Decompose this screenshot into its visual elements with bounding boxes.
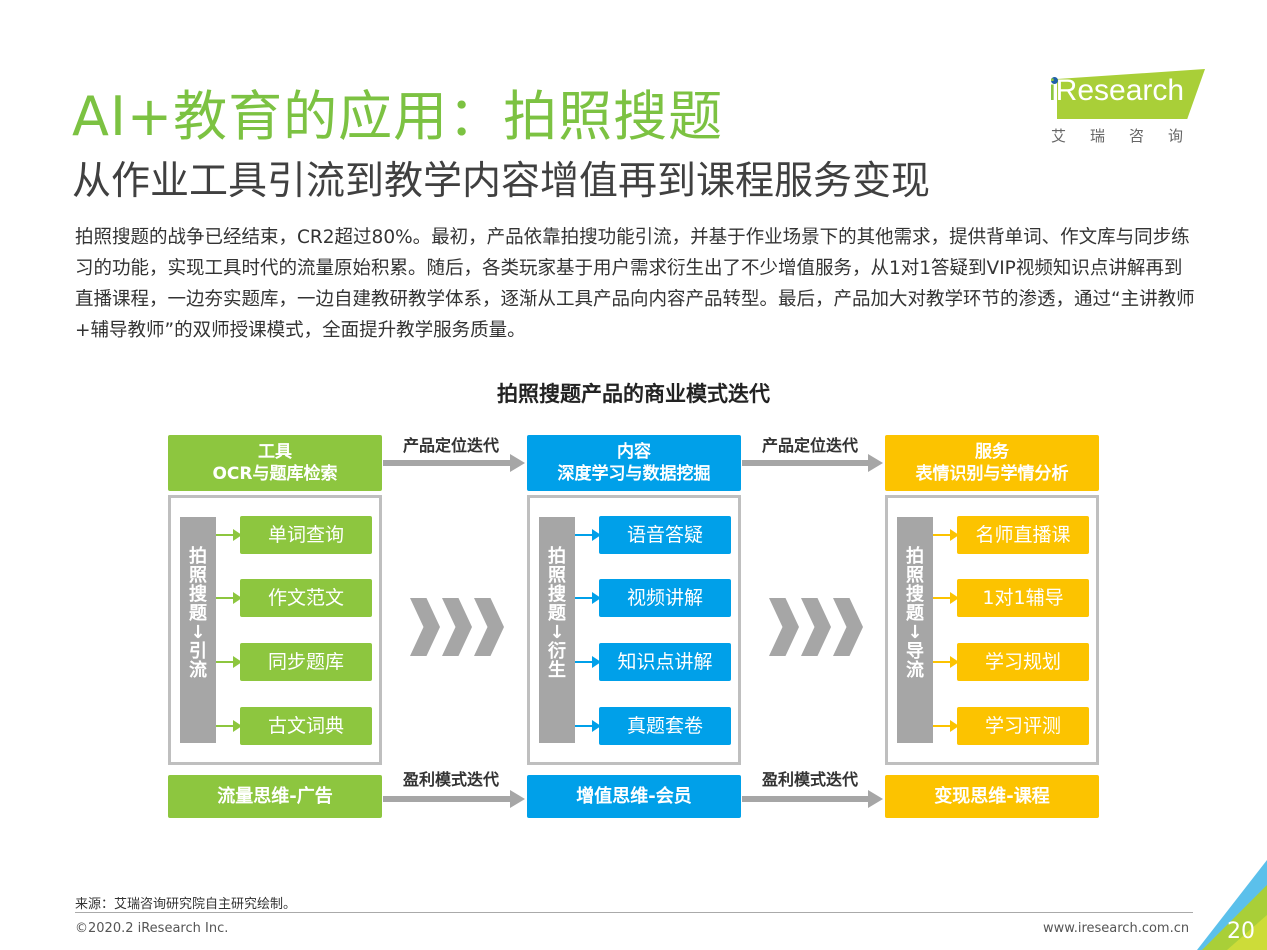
- column-header: 内容深度学习与数据挖掘: [527, 435, 741, 491]
- connector-arrow: [216, 529, 242, 541]
- arrow-label-top: 产品定位迭代: [762, 436, 859, 455]
- chevron-icon: [442, 598, 472, 656]
- connector-arrow: [933, 656, 959, 668]
- flow-arrow: [383, 454, 525, 472]
- side-label: 拍照搜题↓引流: [180, 517, 216, 743]
- side-label: 拍照搜题↓衍生: [539, 517, 575, 743]
- chevron-icon: [474, 598, 504, 656]
- connector-arrow: [575, 529, 601, 541]
- chevron-icon: [769, 598, 799, 656]
- flow-arrow: [383, 790, 525, 808]
- column-header-subtitle: 深度学习与数据挖掘: [557, 464, 711, 484]
- flow-arrow: [742, 454, 883, 472]
- monetization-box: 增值思维-会员: [527, 775, 741, 818]
- connector-arrow: [933, 592, 959, 604]
- page-subtitle: 从作业工具引流到教学内容增值再到课程服务变现: [72, 159, 931, 204]
- chevron-icon: [801, 598, 831, 656]
- feature-box: 同步题库: [240, 643, 372, 681]
- feature-box: 名师直播课: [957, 516, 1089, 554]
- feature-box: 1对1辅导: [957, 579, 1089, 617]
- connector-arrow: [575, 656, 601, 668]
- feature-box: 视频讲解: [599, 579, 731, 617]
- feature-box: 古文词典: [240, 707, 372, 745]
- feature-box: 学习规划: [957, 643, 1089, 681]
- arrow-label-top: 产品定位迭代: [403, 436, 500, 455]
- connector-arrow: [216, 656, 242, 668]
- connector-arrow: [575, 592, 601, 604]
- column-frame: [527, 495, 741, 765]
- monetization-box: 流量思维-广告: [168, 775, 382, 818]
- page-number: 20: [1227, 919, 1255, 944]
- side-label: 拍照搜题↓导流: [897, 517, 933, 743]
- flow-arrow: [742, 790, 883, 808]
- monetization-box: 变现思维-课程: [885, 775, 1099, 818]
- body-paragraph: 拍照搜题的战争已经结束，CR2超过80%。最初，产品依靠拍搜功能引流，并基于作业…: [75, 227, 1195, 341]
- footer-divider: [75, 912, 1193, 913]
- feature-box: 单词查询: [240, 516, 372, 554]
- feature-box: 语音答疑: [599, 516, 731, 554]
- column-header-title: 服务: [975, 442, 1009, 462]
- column-header: 服务表情识别与学情分析: [885, 435, 1099, 491]
- column-header-subtitle: OCR与题库检索: [212, 464, 338, 484]
- feature-box: 知识点讲解: [599, 643, 731, 681]
- connector-arrow: [575, 720, 601, 732]
- arrow-label-bottom: 盈利模式迭代: [762, 770, 859, 789]
- connector-arrow: [216, 720, 242, 732]
- copyright: ©2020.2 iResearch Inc.: [75, 921, 229, 936]
- connector-arrow: [933, 529, 959, 541]
- iresearch-logo: iResearch 艾瑞咨询: [1045, 66, 1210, 146]
- column-header-title: 工具: [258, 442, 292, 462]
- feature-box: 作文范文: [240, 579, 372, 617]
- feature-box: 学习评测: [957, 707, 1089, 745]
- connector-arrow: [216, 592, 242, 604]
- chevron-icon: [410, 598, 440, 656]
- column-frame: [168, 495, 382, 765]
- feature-box: 真题套卷: [599, 707, 731, 745]
- column-header-subtitle: 表情识别与学情分析: [915, 464, 1069, 484]
- connector-arrow: [933, 720, 959, 732]
- chevron-icon: [833, 598, 863, 656]
- page-title: AI+教育的应用：拍照搜题: [72, 85, 724, 148]
- diagram-title: 拍照搜题产品的商业模式迭代: [497, 382, 770, 406]
- arrow-label-bottom: 盈利模式迭代: [403, 770, 500, 789]
- source-note: 来源：艾瑞咨询研究院自主研究绘制。: [75, 897, 297, 912]
- column-frame: [885, 495, 1099, 765]
- column-header-title: 内容: [617, 442, 651, 462]
- corner-decoration: [1197, 860, 1267, 950]
- website-url: www.iresearch.com.cn: [1043, 921, 1190, 936]
